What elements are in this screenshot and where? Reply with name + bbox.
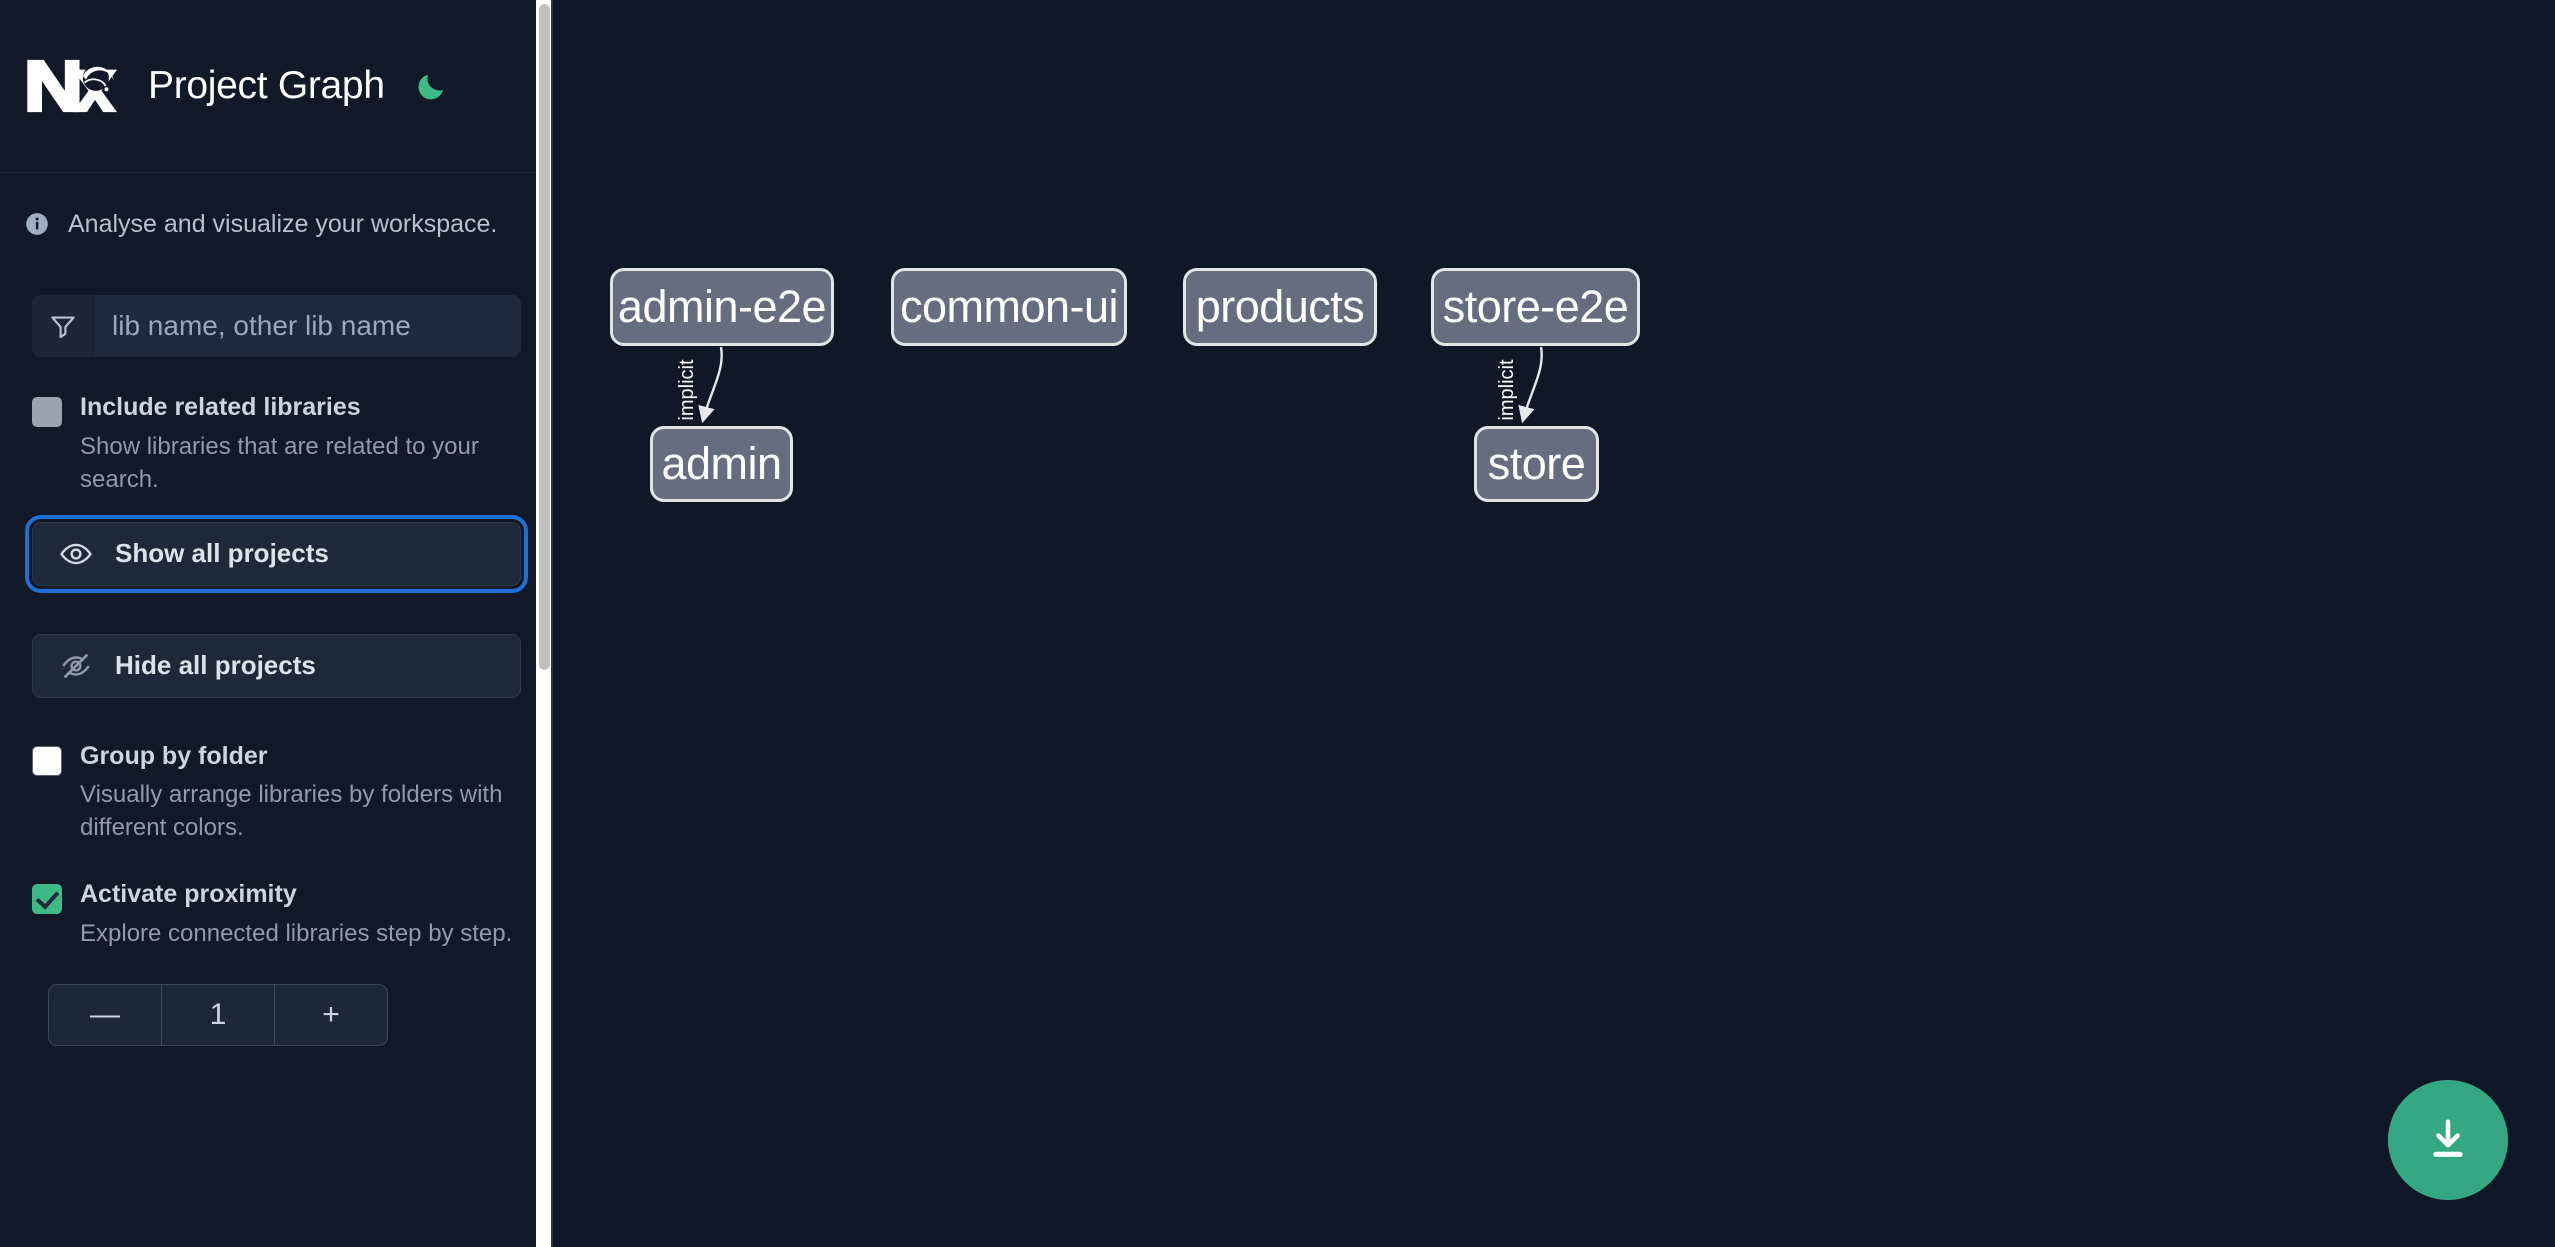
stepper-decrement-button[interactable]: — (90, 998, 120, 1032)
graph-canvas[interactable]: implicit implicit admin-e2e common-ui pr… (553, 0, 2555, 1247)
show-all-projects-button[interactable]: Show all projects (25, 514, 528, 593)
sidebar: Project Graph Analyse and visualize your… (0, 0, 553, 1247)
option-label: Group by folder (80, 741, 268, 770)
sidebar-tagline: Analyse and visualize your workspace. (0, 173, 553, 275)
search-input[interactable] (94, 295, 521, 357)
edge-store-e2e-store (1518, 346, 1543, 424)
moon-icon[interactable] (411, 66, 451, 106)
stepper-value[interactable]: 1 (161, 985, 275, 1046)
eye-off-icon (59, 649, 93, 683)
node-label: admin (661, 438, 782, 489)
node-label: store-e2e (1442, 281, 1629, 332)
graph-node-store-e2e[interactable]: store-e2e (1431, 268, 1640, 346)
tagline-text: Analyse and visualize your workspace. (68, 209, 498, 238)
stepper-increment-button[interactable]: + (322, 998, 340, 1032)
edge-admin-e2e-admin (698, 346, 723, 424)
option-group-by-folder[interactable]: Group by folder Visually arrange librari… (32, 740, 521, 845)
option-description: Show libraries that are related to your … (80, 432, 479, 493)
option-label: Activate proximity (80, 880, 297, 909)
option-description: Explore connected libraries step by step… (80, 919, 513, 947)
node-label: store (1487, 438, 1586, 489)
page-title: Project Graph (148, 64, 385, 107)
graph-edges-layer: implicit implicit (676, 346, 1543, 424)
info-icon (24, 211, 50, 237)
option-description: Visually arrange libraries by folders wi… (80, 781, 503, 842)
sidebar-scrollbar-thumb[interactable] (539, 4, 550, 670)
nx-logo-icon (24, 55, 122, 117)
option-activate-proximity[interactable]: Activate proximity Explore connected lib… (32, 878, 521, 950)
edge-label-implicit: implicit (1496, 359, 1518, 421)
node-label: common-ui (899, 281, 1119, 332)
edge-label-implicit: implicit (676, 359, 698, 421)
option-label: Include related libraries (80, 393, 361, 421)
proximity-stepper: — 1 + (48, 984, 388, 1047)
node-label: products (1195, 281, 1365, 332)
search-row (32, 295, 521, 357)
checkbox-group-by-folder[interactable] (32, 745, 62, 776)
sidebar-scroll-area: Project Graph Analyse and visualize your… (0, 0, 553, 1247)
graph-node-admin[interactable]: admin (650, 426, 793, 502)
button-label: Show all projects (115, 538, 329, 569)
eye-icon (59, 537, 93, 571)
graph-node-common-ui[interactable]: common-ui (891, 268, 1127, 346)
sidebar-body: Include related libraries Show libraries… (0, 295, 553, 1047)
node-label: admin-e2e (617, 281, 827, 332)
sidebar-scrollbar[interactable] (536, 0, 553, 1247)
download-icon (2422, 1114, 2474, 1166)
option-include-related-libraries[interactable]: Include related libraries Show libraries… (32, 391, 521, 496)
checkbox-activate-proximity[interactable] (32, 884, 62, 915)
graph-node-store[interactable]: store (1474, 426, 1599, 502)
graph-node-products[interactable]: products (1183, 268, 1377, 346)
download-button[interactable] (2388, 1080, 2508, 1200)
checkbox-include-related-libraries[interactable] (32, 397, 62, 427)
sidebar-divider (551, 0, 553, 1247)
filter-icon (32, 295, 94, 357)
button-label: Hide all projects (115, 650, 316, 681)
graph-node-admin-e2e[interactable]: admin-e2e (610, 268, 834, 346)
hide-all-projects-button[interactable]: Hide all projects (32, 633, 521, 698)
sidebar-header: Project Graph (0, 0, 553, 173)
